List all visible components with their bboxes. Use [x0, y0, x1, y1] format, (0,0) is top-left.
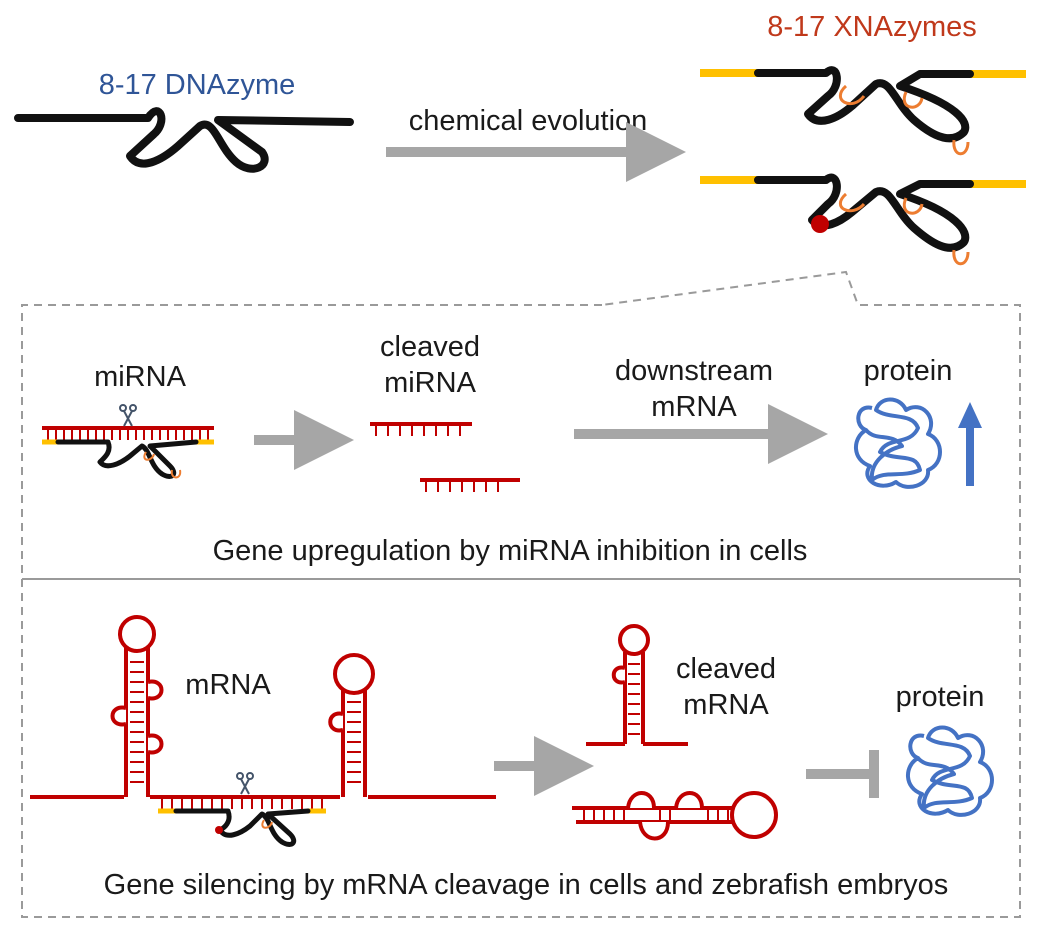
xnazyme-2 — [700, 173, 1026, 266]
scissors-icon — [119, 404, 137, 427]
cleaved-mrna-line1: cleaved — [676, 653, 776, 685]
cleaved-mirna-line2: miRNA — [384, 367, 476, 399]
upregulation-arrow-icon — [958, 402, 982, 486]
cleaved-mirna-fragment-2 — [420, 478, 520, 492]
protein-coil-icon — [906, 725, 994, 817]
inhibition-arrow-icon — [806, 750, 879, 798]
protein-label-2: protein — [896, 681, 985, 713]
chemical-evolution-label: chemical evolution — [409, 105, 648, 137]
dnazyme-strand — [14, 107, 354, 173]
xnazymes-label: 8-17 XNAzymes — [767, 11, 977, 43]
mirna-label: miRNA — [94, 361, 186, 393]
cleaved-mrna-fragment-2 — [572, 791, 778, 841]
xnazyme-1 — [700, 66, 1026, 156]
cleaved-mrna-line2: mRNA — [683, 689, 769, 721]
scissors-icon — [236, 772, 254, 795]
panel1-caption: Gene upregulation by miRNA inhibition in… — [213, 535, 808, 567]
cleaved-mirna-line1: cleaved — [380, 331, 480, 363]
cleaved-mrna-fragment-1 — [586, 624, 688, 746]
downstream-line1: downstream — [615, 355, 773, 387]
panel-frame — [21, 270, 1021, 918]
mirna-duplex — [42, 426, 214, 479]
xnazyme-bound — [158, 808, 326, 847]
panel2-caption: Gene silencing by mRNA cleavage in cells… — [104, 869, 949, 901]
protein-label-1: protein — [864, 355, 953, 387]
modification-dot — [811, 215, 829, 233]
cleaved-mirna-fragment-1 — [370, 422, 472, 436]
downstream-line2: mRNA — [651, 391, 737, 423]
dnazyme-label: 8-17 DNAzyme — [99, 69, 296, 101]
mrna-label: mRNA — [185, 669, 271, 701]
protein-coil-icon — [854, 397, 942, 489]
mrna-structure — [30, 615, 496, 809]
